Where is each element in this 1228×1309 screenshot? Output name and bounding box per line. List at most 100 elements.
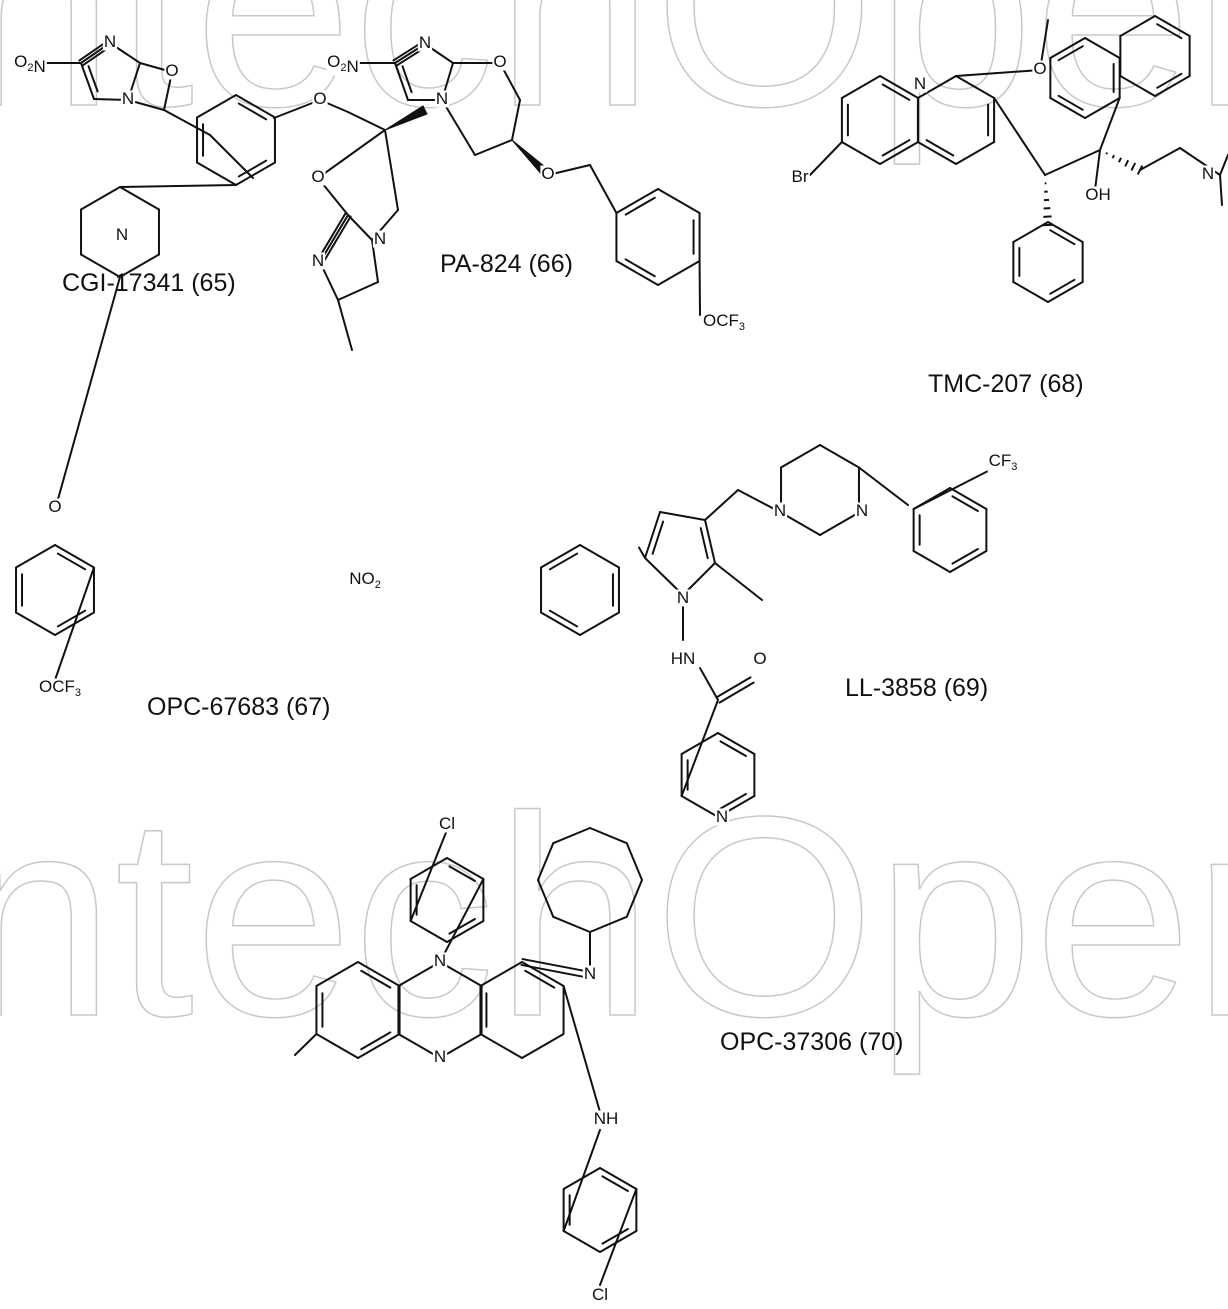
opc373-imine-n-atom-bg	[582, 965, 598, 983]
opc676-phenylene-double-bond	[237, 159, 268, 178]
cgi-double-bond	[87, 65, 99, 93]
opc676-ocf3-label-text: OCF3	[39, 677, 81, 698]
caption-pa-824: PA-824 (66)	[440, 250, 573, 278]
ll-ch2-bond	[704, 489, 739, 521]
opc373-chlorophenyl-top-bond	[409, 857, 448, 880]
ll-piperazine-n1-atom-text: N	[774, 501, 786, 520]
tmc-phenyl-bond	[1047, 221, 1084, 243]
cgi-imidazole-bond	[80, 62, 95, 100]
pa-phenyl-bond	[657, 260, 701, 286]
opc676-methyl-wedge	[384, 105, 428, 131]
opc373-cyclooctyl-bond	[625, 842, 643, 881]
opc676-aryloxy-bond	[15, 544, 56, 569]
opc373-ring-a-bond	[357, 1033, 401, 1059]
tmc-quinoline-benzo-bond	[840, 75, 881, 99]
ll-pyridine-double-bond	[719, 740, 747, 758]
tmc-br-bond	[809, 141, 843, 176]
opc676-ch2-bond	[347, 111, 386, 131]
opc676-oxazole-bond	[317, 129, 386, 179]
tmc-oh-atom-bg	[1084, 186, 1112, 204]
opc676-aryloxy-double-bond	[56, 552, 87, 571]
ll-methyl-bond	[714, 562, 763, 601]
opc676-ether-o-atom: O	[312, 89, 328, 108]
opc676-piperidine-bond	[80, 186, 121, 211]
opc676-ocf3-label: OCF3	[37, 677, 83, 699]
ll-phenyl-bond	[540, 611, 581, 636]
pa-oxazine-bond	[474, 139, 513, 156]
opc373-ring-n10-atom: N	[432, 951, 448, 970]
opc373-ring-c-bond	[521, 1033, 565, 1059]
tmc-phenyl-bond	[1047, 281, 1084, 303]
opc373-cyclooctyl-bond	[537, 842, 555, 881]
opc676-imidazole-n1-atom-text: N	[312, 251, 324, 270]
ll-trifluoromethylphenyl-bond	[912, 550, 951, 573]
opc373-cl-bottom-atom: Cl	[590, 1285, 610, 1304]
tmc-quinoline-pyridine-bond	[955, 75, 996, 99]
ll-piperazine-bond	[780, 511, 821, 536]
hash-stroke	[1117, 157, 1123, 163]
opc676-nitro-bond	[337, 299, 353, 351]
opc676-piperidine-bond	[119, 253, 160, 278]
ll-piperazine-bond	[819, 444, 860, 469]
tmc-quinoline-benzo-double-bond	[881, 83, 911, 101]
opc676-aryloxy-o-atom-bg	[47, 498, 63, 516]
hash-stroke	[1124, 159, 1130, 167]
ll-pyrrole-n-atom: N	[675, 588, 691, 607]
ll-n-aryl-bond	[857, 466, 909, 506]
ll-pyrrole-n-atom-text: N	[677, 588, 689, 607]
tmc-oh-atom-text: OH	[1085, 185, 1111, 204]
opc676-phenylene-bond	[235, 94, 276, 119]
ll-phenyl-bond	[637, 546, 646, 559]
cgi-nitro-label-text: O2N	[14, 52, 46, 76]
opc676-phenylene-bond	[196, 161, 237, 186]
opc676-imidazole-n1-atom-bg	[310, 252, 326, 270]
opc373-imine-bond	[521, 958, 592, 974]
opc676-n-aryl-bond	[119, 184, 237, 188]
watermark: IntechOpen IntechOpen	[0, 0, 1228, 1078]
tmc-nme-bond	[1219, 174, 1223, 206]
pa-o-atom-bg	[492, 53, 508, 71]
tmc-oh-atom: OH	[1084, 185, 1112, 204]
opc373-ring-a-bond	[357, 961, 401, 987]
opc676-piperidine-n-atom-bg	[114, 226, 130, 244]
opc676-ether-o-atom-text: O	[313, 89, 326, 108]
caption-ll-3858: LL-3858 (69)	[845, 674, 988, 702]
pa-n1-atom-bg	[417, 34, 433, 52]
ll-piperazine-bond	[819, 511, 860, 536]
opc373-chlorophenyl-bottom-bond	[599, 1167, 638, 1190]
opc676-nitro-label-text: NO2	[349, 569, 381, 590]
opc373-nh-atom: NH	[592, 1109, 620, 1128]
opc373-ring-a-double-bond	[360, 1031, 392, 1051]
hash-stroke	[1130, 162, 1137, 171]
opc373-ring-a-bond	[315, 961, 359, 987]
tmc-naphthalene-b-bond	[1154, 75, 1191, 97]
tmc-methoxy-o-atom-text: O	[1033, 59, 1046, 78]
pa-n3-atom-text: N	[436, 89, 448, 108]
tmc-hashed-bond	[1105, 152, 1144, 175]
ll-phenyl-bond	[540, 544, 581, 569]
hash-stroke	[1111, 154, 1115, 159]
ll-trifluoromethylphenyl-bond	[949, 487, 988, 510]
opc373-imine-bond	[520, 963, 591, 979]
opc373-ring-n5-atom-bg	[432, 1048, 448, 1066]
ll-pyridine-bond	[717, 732, 756, 755]
cgi-o-atom: O	[164, 61, 180, 80]
tmc-naphthalene-a-bond	[1084, 97, 1121, 119]
tmc-br-atom-bg	[790, 168, 810, 186]
ll-phenyl-bond	[579, 544, 620, 569]
opc373-cl-bottom-atom-text: Cl	[592, 1285, 608, 1304]
opc373-cl-bottom-atom-bg	[590, 1286, 610, 1304]
ll-pyrrole-bond	[644, 511, 661, 559]
tmc-quinoline-benzo-double-bond	[881, 139, 911, 157]
opc373-ring-n10-atom-bg	[432, 952, 448, 970]
tmc-naphthalene-a-double-bond	[1057, 45, 1084, 62]
ll-cf3-label-text: CF3	[989, 451, 1018, 472]
tmc-amine-n-atom: N	[1200, 164, 1216, 183]
opc373-chlorophenyl-bottom-double-bond	[601, 1227, 629, 1245]
ll-piperazine-n4-atom-bg	[854, 502, 870, 520]
tmc-naphthalene-b-double-bond	[1156, 23, 1183, 40]
opc373-imine-n-atom: N	[582, 964, 598, 983]
ll-phenyl-bond	[579, 611, 620, 636]
tmc-methoxy-bond	[955, 69, 1041, 77]
